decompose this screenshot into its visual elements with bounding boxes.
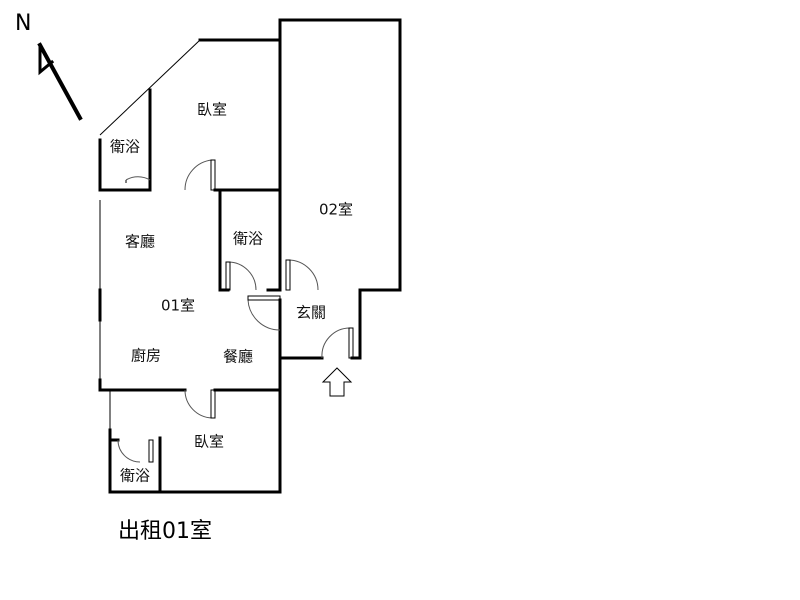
door-swing bbox=[125, 176, 151, 181]
door-swing bbox=[117, 439, 141, 463]
room-label-bath-bottom: 衛浴 bbox=[120, 467, 150, 485]
door-swing bbox=[321, 327, 351, 359]
room-label-unit-01: 01室 bbox=[161, 297, 195, 315]
door-swing bbox=[184, 159, 213, 191]
doors bbox=[117, 159, 354, 463]
north-arrow-icon bbox=[37, 42, 83, 121]
entry-arrow-icon bbox=[321, 367, 353, 397]
room-label-unit-02: 02室 bbox=[319, 201, 353, 219]
room-label-bedroom-top: 臥室 bbox=[197, 101, 227, 119]
room-label-kitchen: 廚房 bbox=[131, 347, 161, 365]
room-label-entrance: 玄關 bbox=[296, 304, 326, 322]
door-swing bbox=[287, 259, 319, 291]
door-swing bbox=[227, 261, 257, 291]
plan-caption: 出租01室 bbox=[118, 519, 212, 544]
room-label-bedroom-bottom: 臥室 bbox=[194, 433, 224, 451]
room-label-bath-center: 衛浴 bbox=[233, 230, 263, 248]
door-swing bbox=[247, 299, 281, 331]
diagonal-wall bbox=[99, 39, 201, 136]
room-label-dining: 餐廳 bbox=[223, 348, 253, 366]
walls bbox=[98, 18, 402, 494]
door-swing bbox=[184, 389, 213, 419]
room-label-bath-top: 衛浴 bbox=[110, 138, 140, 156]
room-label-living: 客廳 bbox=[125, 233, 155, 251]
north-label: N bbox=[15, 11, 31, 36]
